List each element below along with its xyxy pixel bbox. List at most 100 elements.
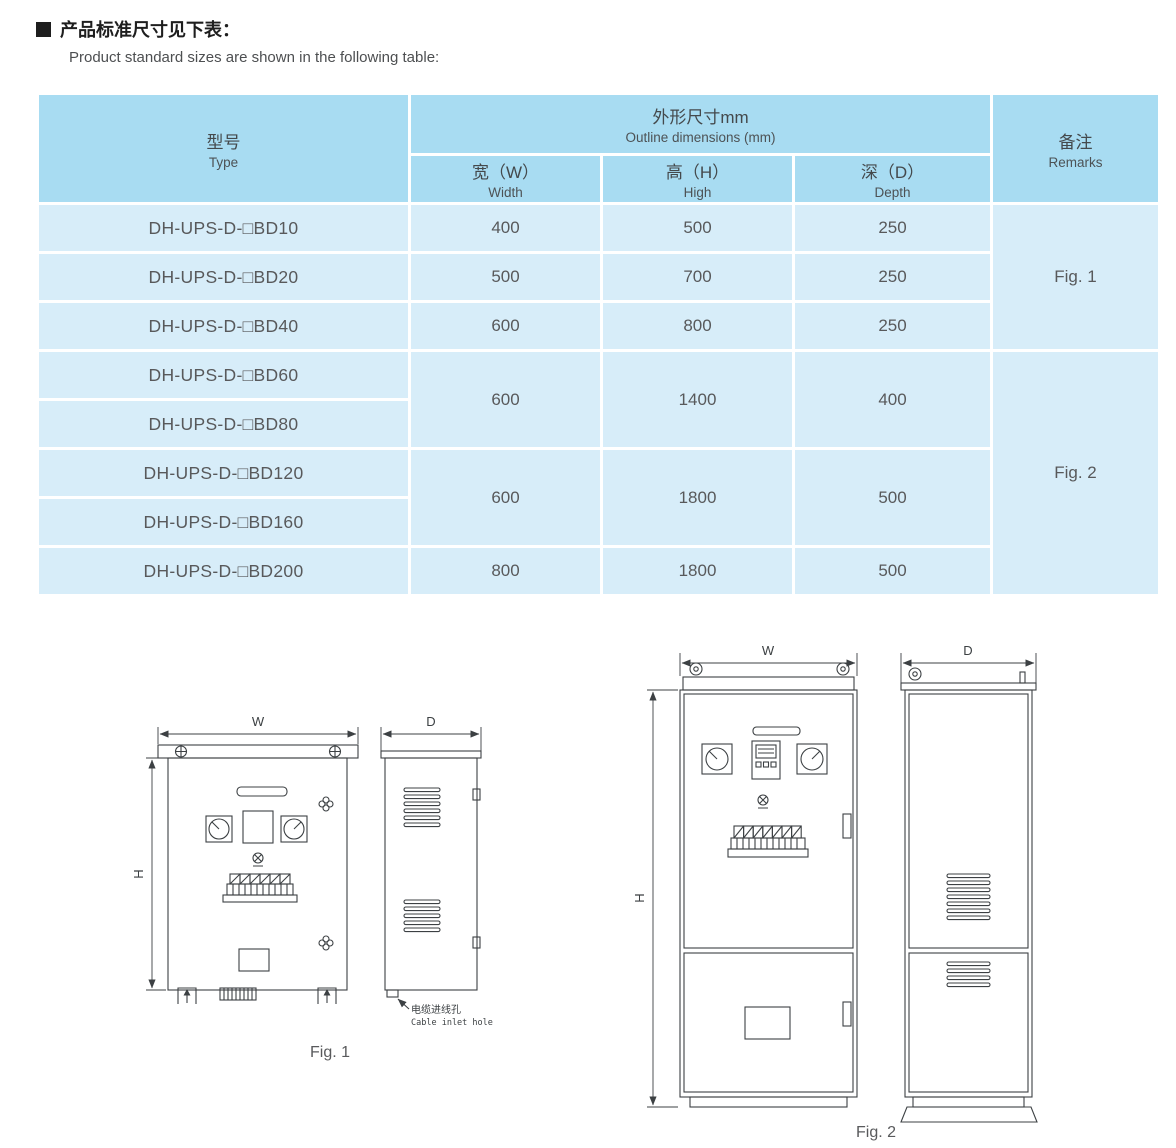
col-header-high: 高（H） High xyxy=(600,153,795,205)
cell-width: 500 xyxy=(408,251,603,303)
table-row: DH-UPS-D-□BD120 600 1800 500 xyxy=(36,447,1160,548)
nameplate xyxy=(744,1006,791,1040)
cell-high: 500 xyxy=(600,202,795,254)
fig1-mount-feet xyxy=(177,987,337,1004)
fig2-w-label: W xyxy=(762,643,775,658)
col-header-remarks: 备注 Remarks xyxy=(990,92,1161,205)
lamp-icon xyxy=(757,794,769,806)
table-row: DH-UPS-D-□BD20 500 700 250 xyxy=(36,251,1160,303)
fig2-terminal-block xyxy=(727,825,809,858)
col-header-outline-zh: 外形尺寸mm xyxy=(652,108,749,127)
fig1-dim-h: H xyxy=(131,757,166,991)
cell-depth: 500 xyxy=(792,447,993,548)
cell-remarks-fig2: Fig. 2 xyxy=(990,349,1161,597)
lamp-icon xyxy=(252,852,264,864)
section-title-zh-text: 产品标准尺寸见下表： xyxy=(60,20,240,40)
louvers xyxy=(946,961,991,988)
cell-depth: 250 xyxy=(792,251,993,303)
fig2-dim-h: H xyxy=(632,689,678,1108)
fig2: W D H xyxy=(632,643,1038,1141)
eye-bolt-icon xyxy=(689,662,703,676)
upper-door xyxy=(683,693,854,949)
hinge xyxy=(842,1001,852,1027)
cell-type: DH-UPS-D-□BD120 xyxy=(36,447,411,499)
fig2-front-view xyxy=(679,662,858,1108)
cell-high: 800 xyxy=(600,300,795,352)
fig2-dim-w: W xyxy=(679,643,858,676)
hinge xyxy=(842,813,852,839)
louvers xyxy=(946,873,991,921)
col-header-width: 宽（W） Width xyxy=(408,153,603,205)
fig2-caption: Fig. 2 xyxy=(856,1124,896,1141)
vent-knob-icon xyxy=(318,796,334,812)
fig2-d-label: D xyxy=(963,643,972,658)
screw-icon xyxy=(328,745,342,758)
vent-slot xyxy=(236,786,288,797)
cell-high: 1800 xyxy=(600,545,795,597)
cell-high: 700 xyxy=(600,251,795,303)
cell-width: 400 xyxy=(408,202,603,254)
base-plinth xyxy=(689,1096,848,1108)
fig1-cable-inlet-label-zh: 电缆进线孔 xyxy=(411,1003,461,1016)
cell-high: 1400 xyxy=(600,349,795,450)
cell-type: DH-UPS-D-□BD60 xyxy=(36,349,411,401)
hinge xyxy=(472,788,481,801)
cell-width: 800 xyxy=(408,545,603,597)
cell-width: 600 xyxy=(408,447,603,548)
fig1-d-label: D xyxy=(426,714,435,729)
figures-drawing: W H D xyxy=(131,643,1038,1141)
cell-type: DH-UPS-D-□BD80 xyxy=(36,398,411,450)
fig1-side-view xyxy=(380,750,482,1010)
table-row: DH-UPS-D-□BD10 400 500 250 Fig. 1 xyxy=(36,202,1161,352)
col-header-remarks-zh: 备注 xyxy=(1058,132,1093,152)
fig2-side-view xyxy=(900,667,1038,1123)
louvers xyxy=(403,787,441,828)
fig1: W H D xyxy=(131,714,493,1061)
cell-depth: 250 xyxy=(792,300,993,352)
col-header-type: 型号 Type xyxy=(36,92,411,205)
cell-high: 1800 xyxy=(600,447,795,548)
base-plinth xyxy=(912,1096,1025,1108)
cell-type: DH-UPS-D-□BD40 xyxy=(36,300,411,352)
lower-panel xyxy=(908,952,1029,1093)
section-heading: 产品标准尺寸见下表： Product standard sizes are sh… xyxy=(36,16,439,66)
fig1-caption: Fig. 1 xyxy=(310,1044,350,1061)
fig2-h-label: H xyxy=(632,893,647,902)
col-header-outline: 外形尺寸mm Outline dimensions (mm) xyxy=(408,92,993,156)
fig1-dim-w: W xyxy=(157,714,359,744)
eye-bolt-icon xyxy=(908,667,922,681)
cell-type: DH-UPS-D-□BD200 xyxy=(36,545,411,597)
vent-slot xyxy=(752,726,801,736)
gauge-right xyxy=(796,743,828,775)
section-title-zh: 产品标准尺寸见下表： xyxy=(36,16,439,42)
col-header-depth: 深（D） Depth xyxy=(792,153,993,205)
table-row: DH-UPS-D-□BD40 600 800 250 xyxy=(36,300,1160,352)
gauge-right xyxy=(280,815,308,843)
cell-width: 600 xyxy=(408,349,603,450)
fig1-cable-inlet-label-en: Cable inlet hole xyxy=(411,1018,493,1028)
cell-depth: 250 xyxy=(792,202,993,254)
section-title-en: Product standard sizes are shown in the … xyxy=(69,49,440,66)
fig2-dim-d: D xyxy=(900,643,1037,683)
table-row: DH-UPS-D-□BD160 xyxy=(36,496,1160,548)
cell-depth: 500 xyxy=(792,545,993,597)
gauge-left xyxy=(701,743,733,775)
table-row: DH-UPS-D-□BD80 xyxy=(36,398,1160,450)
display-panel xyxy=(242,810,274,844)
screw-icon xyxy=(174,745,188,758)
fig1-w-label: W xyxy=(252,714,265,729)
fig1-front-view xyxy=(157,744,359,1004)
upper-panel xyxy=(908,693,1029,949)
col-header-type-zh: 型号 xyxy=(206,132,241,152)
display-panel xyxy=(751,740,781,780)
bolt xyxy=(1019,671,1026,684)
lower-door xyxy=(683,952,854,1093)
table-row: DH-UPS-D-□BD60 600 1400 400 Fig. 2 xyxy=(36,349,1161,597)
cell-type: DH-UPS-D-□BD10 xyxy=(36,202,411,254)
table-row: DH-UPS-D-□BD200 800 1800 500 xyxy=(36,545,1160,597)
nameplate xyxy=(238,948,270,972)
size-table: 型号 Type 外形尺寸mm Outline dimensions (mm) 备… xyxy=(36,92,1161,597)
col-header-remarks-en: Remarks xyxy=(1048,154,1103,170)
gauge-left xyxy=(205,815,233,843)
